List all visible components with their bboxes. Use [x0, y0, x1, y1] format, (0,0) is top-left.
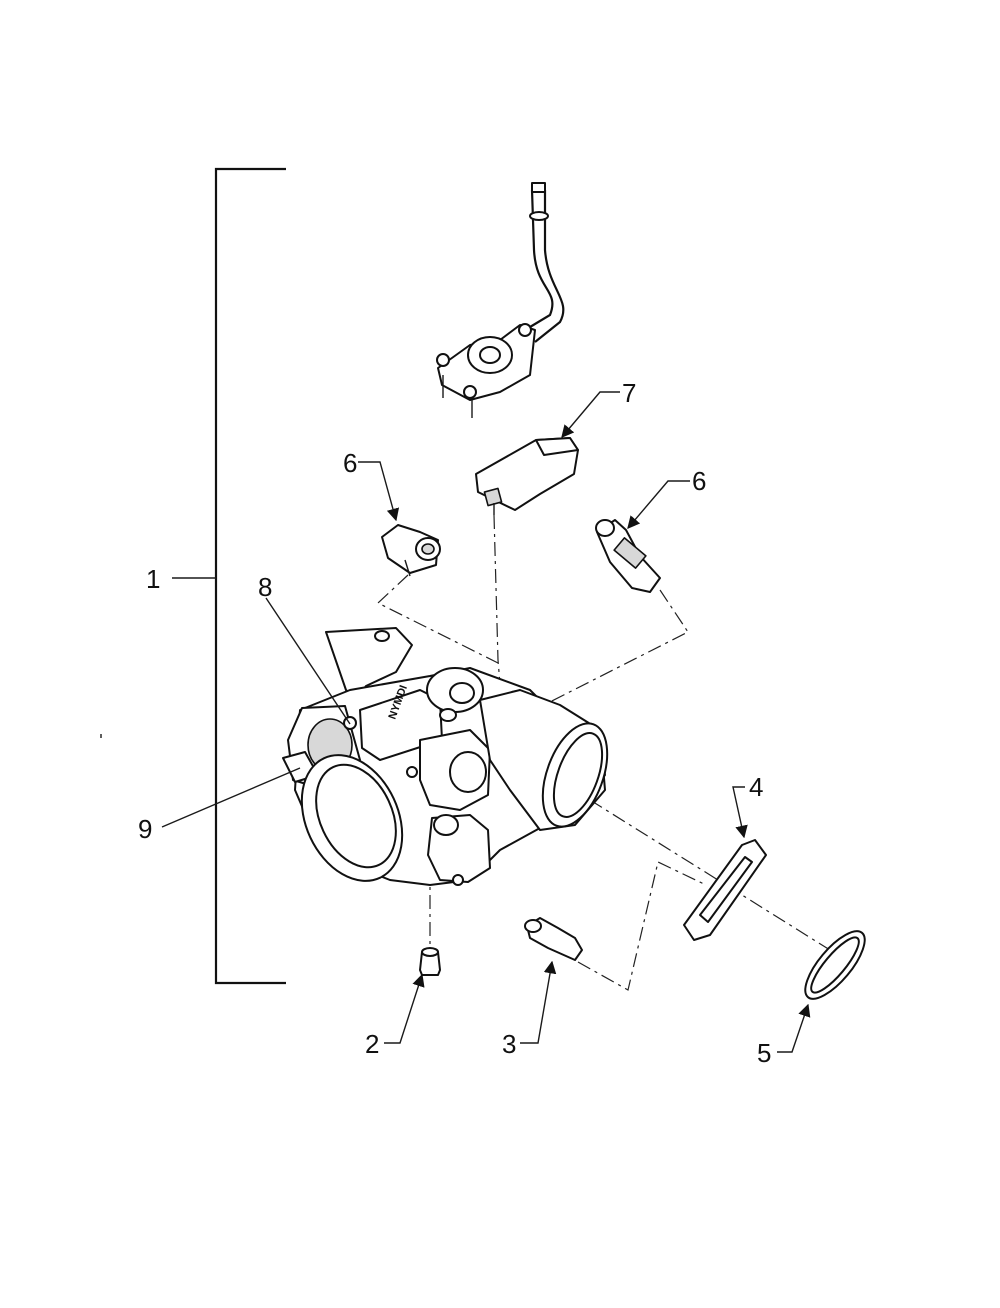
callout-6-right: 6	[692, 466, 706, 496]
callout-5: 5	[757, 1038, 771, 1068]
callout-6-left: 6	[343, 448, 357, 478]
gasket-part-4	[683, 839, 767, 941]
injector-part-6-right	[595, 519, 661, 593]
callout-2: 2	[365, 1029, 379, 1059]
o-ring-part-5	[804, 930, 866, 1000]
throttle-body: NYMDI	[282, 627, 609, 886]
callout-7: 7	[622, 378, 636, 408]
leader-lines	[161, 391, 811, 1053]
sensor-part-7	[475, 437, 579, 515]
callout-9: 9	[138, 814, 152, 844]
callout-4: 4	[749, 772, 763, 802]
callout-8: 8	[258, 572, 272, 602]
sleeve-part-2	[419, 947, 441, 976]
alignment-lines	[100, 514, 831, 991]
injector-part-6-left	[381, 524, 441, 577]
bolt-part-3	[524, 917, 583, 961]
callout-3: 3	[502, 1029, 516, 1059]
callout-1: 1	[146, 564, 160, 594]
assembly-bracket	[172, 167, 286, 985]
pipe-sensor-assembly	[436, 182, 565, 418]
callout-labels: 1 2 3 4 5 6 6 7 8 9	[138, 378, 771, 1068]
